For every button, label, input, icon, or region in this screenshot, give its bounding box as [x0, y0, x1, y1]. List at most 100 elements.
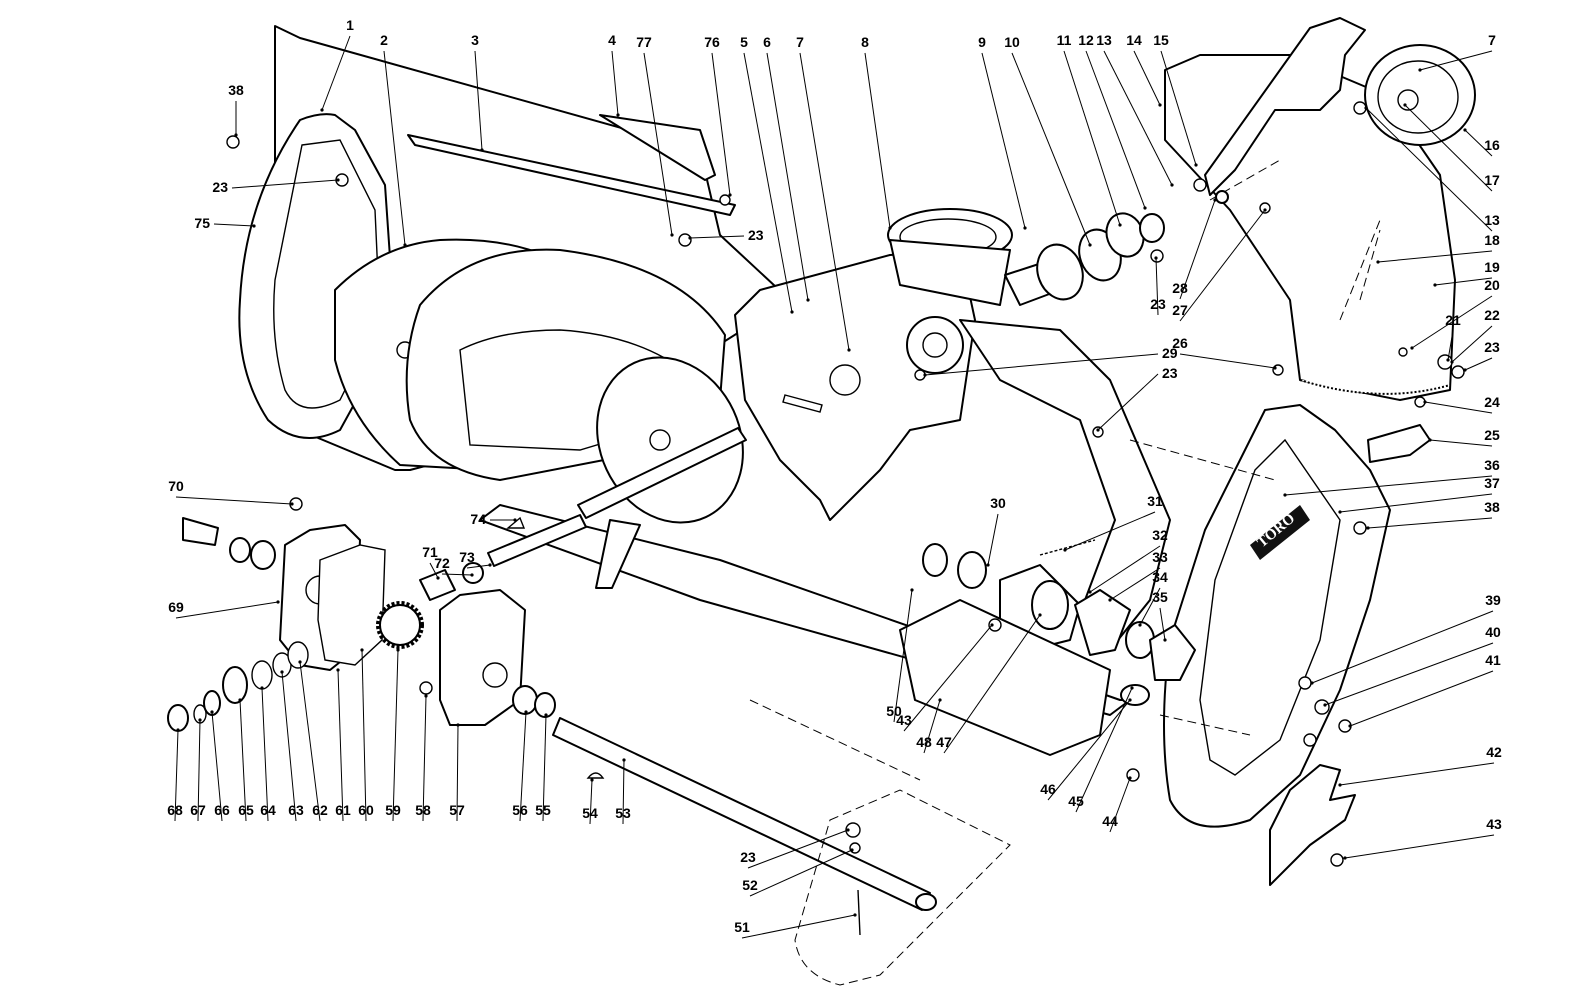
callout-target-dot [260, 686, 264, 690]
callout-target-dot [1463, 128, 1467, 132]
callout-number: 29 [1162, 345, 1178, 361]
callout-number: 23 [212, 179, 228, 195]
nut-43-center [988, 618, 1002, 632]
callout-target-dot [1323, 703, 1327, 707]
callout-target-dot [850, 848, 854, 852]
callout-number: 55 [535, 802, 551, 818]
pin-20 [1398, 347, 1408, 357]
callout-leader [519, 711, 527, 822]
callout-number: 54 [582, 805, 598, 821]
callout-leader [1464, 129, 1493, 157]
callout-number: 75 [194, 215, 210, 231]
gearbox-half-right [439, 589, 526, 726]
callout-target-dot [234, 133, 238, 137]
callout-target-dot [320, 108, 324, 112]
callout-leader [392, 649, 399, 822]
bolt-27 [1259, 202, 1271, 214]
callout-number: 38 [228, 82, 244, 98]
callout-number: 62 [312, 802, 328, 818]
washer-15 [1193, 178, 1207, 192]
key-54 [586, 772, 605, 779]
auger-blade [595, 519, 641, 589]
callout-number: 30 [990, 495, 1006, 511]
callout-target-dot [1118, 223, 1122, 227]
callout-target-dot [1194, 163, 1198, 167]
callout-leader [1339, 762, 1495, 786]
impeller-hub [829, 364, 861, 396]
nut-58 [419, 681, 433, 695]
worm-gear-teeth [376, 601, 424, 649]
callout-leader [1011, 52, 1091, 246]
callout-number: 27 [1172, 302, 1188, 318]
callout-number: 36 [1484, 457, 1500, 473]
callout-number: 52 [742, 877, 758, 893]
callout-leader [441, 573, 473, 576]
callout-number: 40 [1485, 624, 1501, 640]
callout-number: 72 [434, 555, 450, 571]
callout-number: 23 [1484, 339, 1500, 355]
callout-number: 18 [1484, 232, 1500, 248]
nut-23-shaft [845, 822, 861, 838]
callout-number: 23 [1162, 365, 1178, 381]
bolt-41b [1303, 733, 1317, 747]
callout-target-dot [524, 710, 528, 714]
callout-number: 71 [422, 544, 438, 560]
callout-leader [1451, 325, 1493, 363]
deflector-plate [599, 114, 716, 181]
callout-target-dot [1338, 783, 1342, 787]
callout-leader [622, 759, 625, 825]
spring-31 [1039, 539, 1096, 556]
callout-target-dot [1063, 548, 1067, 552]
auger-disc-hub [649, 429, 671, 451]
callout-number: 15 [1153, 32, 1169, 48]
key-74 [506, 516, 526, 529]
callout-target-dot [276, 600, 280, 604]
callout-leader [1377, 250, 1493, 263]
callout-number: 43 [1486, 816, 1502, 832]
callout-number: 26 [1172, 335, 1188, 351]
callout-leader [1419, 50, 1493, 71]
callout-leader [197, 719, 201, 822]
callout-target-dot [1273, 366, 1277, 370]
spring-65 [222, 666, 248, 704]
callout-target-dot [336, 178, 340, 182]
callout-number: 4 [608, 32, 616, 48]
assembly-line-5 [1359, 229, 1381, 301]
callout-target-dot [1038, 613, 1042, 617]
callout-number: 73 [459, 549, 475, 565]
pin-28 [1215, 190, 1229, 204]
callout-target-dot [1433, 283, 1437, 287]
callout-target-dot [1428, 438, 1432, 442]
callout-leader [1429, 439, 1493, 447]
callout-leader [1404, 104, 1493, 192]
callout-leader [1160, 50, 1197, 166]
callout-target-dot [1463, 368, 1467, 372]
spring-46 [1120, 684, 1150, 706]
scraper-bar [407, 134, 736, 216]
bushing-70b [250, 540, 276, 570]
callout-target-dot [1143, 206, 1147, 210]
callout-target-dot [1343, 856, 1347, 860]
callout-target-dot [396, 648, 400, 652]
worm-gear [379, 604, 421, 646]
callout-leader [239, 699, 247, 822]
callout-target-dot [436, 576, 440, 580]
input-shaft-sleeve [182, 517, 219, 546]
callout-leader [474, 50, 483, 151]
bolt-44 [1126, 768, 1140, 782]
callout-leader [799, 52, 850, 351]
washer-22 [1437, 354, 1453, 370]
assembly-line-4 [1339, 219, 1381, 321]
nut-23-bearing [1150, 249, 1164, 263]
callout-leader [1179, 199, 1216, 300]
nut-13 [1353, 101, 1367, 115]
callout-target-dot [1410, 346, 1414, 350]
flange-33 [1074, 589, 1131, 656]
callout-leader [987, 513, 999, 566]
callout-leader [1075, 687, 1133, 813]
callout-target-dot [1096, 428, 1100, 432]
callout-target-dot [616, 113, 620, 117]
callout-leader [1349, 670, 1494, 727]
callout-target-dot [403, 243, 407, 247]
